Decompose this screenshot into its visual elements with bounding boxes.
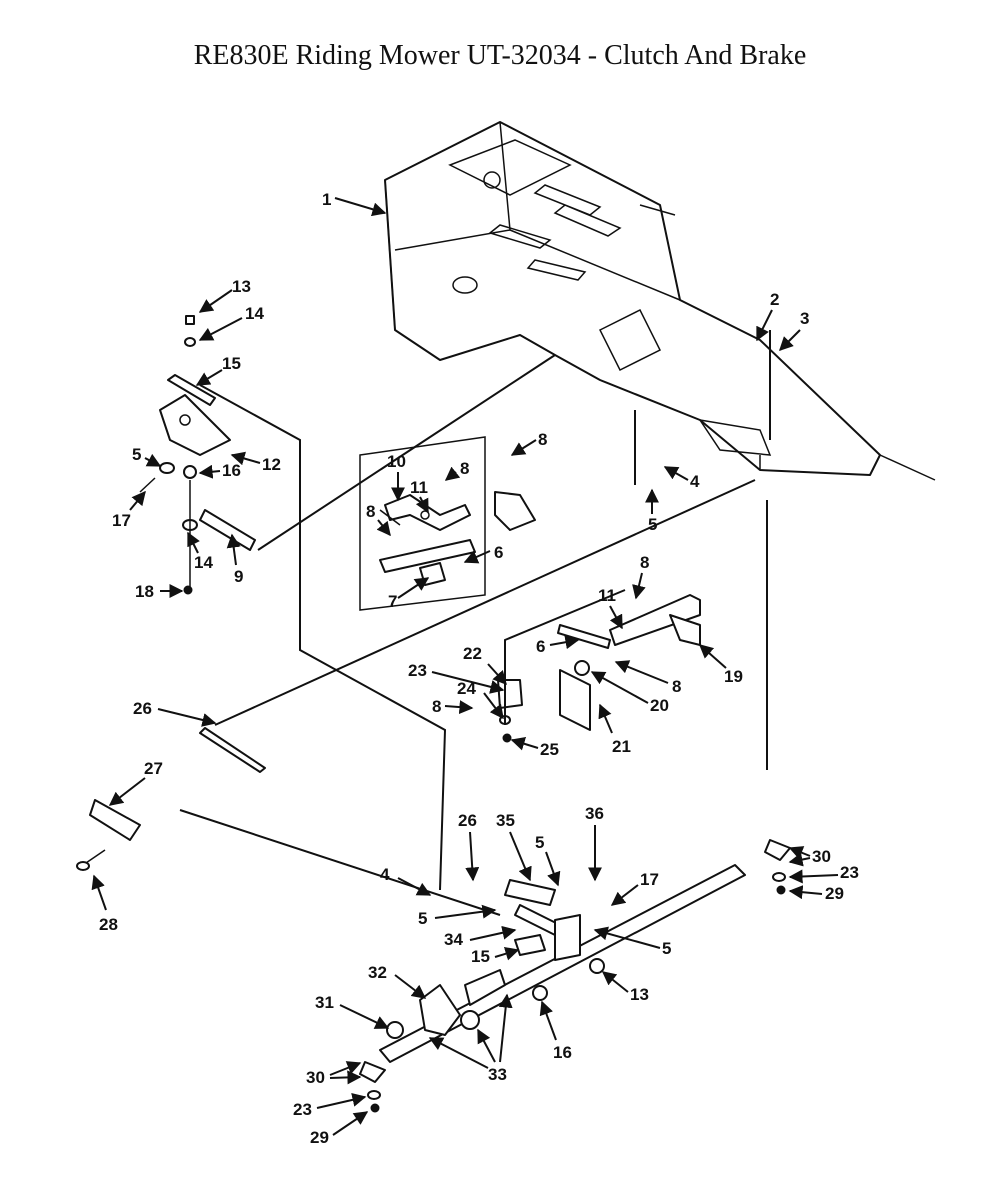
callout-30: 30 bbox=[306, 1068, 325, 1087]
callout-17: 17 bbox=[112, 511, 131, 530]
callout-14: 14 bbox=[245, 304, 264, 323]
callout-5: 5 bbox=[662, 939, 671, 958]
callout-31: 31 bbox=[315, 993, 334, 1012]
cross-shaft-assembly bbox=[76, 799, 791, 1113]
callout-5: 5 bbox=[648, 515, 657, 534]
callout-2: 2 bbox=[770, 290, 779, 309]
callout-4: 4 bbox=[690, 472, 700, 491]
callout-23: 23 bbox=[408, 661, 427, 680]
callout-16: 16 bbox=[222, 461, 241, 480]
callout-5: 5 bbox=[535, 833, 544, 852]
callout-26: 26 bbox=[458, 811, 477, 830]
callout-16: 16 bbox=[553, 1043, 572, 1062]
callout-13: 13 bbox=[232, 277, 251, 296]
callout-7: 7 bbox=[388, 592, 397, 611]
callout-19: 19 bbox=[724, 667, 743, 686]
callout-1: 1 bbox=[322, 190, 331, 209]
callout-36: 36 bbox=[585, 804, 604, 823]
callout-29: 29 bbox=[310, 1128, 329, 1147]
callout-5: 5 bbox=[132, 445, 141, 464]
callout-5: 5 bbox=[418, 909, 427, 928]
callout-23: 23 bbox=[293, 1100, 312, 1119]
callout-8: 8 bbox=[366, 502, 375, 521]
callouts: 1 2 3 13 14 15 12 5 16 17 14 9 18 10 11 … bbox=[91, 190, 859, 1147]
callout-9: 9 bbox=[234, 567, 243, 586]
brake-arm-assembly bbox=[139, 315, 256, 595]
brake-rod-26 bbox=[199, 727, 266, 773]
callout-30: 30 bbox=[812, 847, 831, 866]
callout-12: 12 bbox=[262, 455, 281, 474]
callout-8: 8 bbox=[460, 459, 469, 478]
callout-33: 33 bbox=[488, 1065, 507, 1084]
callout-28: 28 bbox=[99, 915, 118, 934]
linkage-lines bbox=[179, 330, 771, 916]
callout-10: 10 bbox=[387, 452, 406, 471]
callout-15: 15 bbox=[222, 354, 241, 373]
callout-8: 8 bbox=[672, 677, 681, 696]
clutch-linkage-assembly bbox=[497, 594, 701, 743]
callout-6: 6 bbox=[536, 637, 545, 656]
callout-27: 27 bbox=[144, 759, 163, 778]
callout-15: 15 bbox=[471, 947, 490, 966]
callout-4: 4 bbox=[380, 865, 390, 884]
callout-11: 11 bbox=[410, 478, 428, 497]
callout-29: 29 bbox=[825, 884, 844, 903]
callout-13: 13 bbox=[630, 985, 649, 1004]
callout-8: 8 bbox=[538, 430, 547, 449]
callout-17: 17 bbox=[640, 870, 659, 889]
callout-21: 21 bbox=[612, 737, 631, 756]
mower-frame bbox=[384, 121, 936, 481]
callout-32: 32 bbox=[368, 963, 387, 982]
callout-8: 8 bbox=[432, 697, 441, 716]
callout-26: 26 bbox=[133, 699, 152, 718]
callout-22: 22 bbox=[463, 644, 482, 663]
callout-6: 6 bbox=[494, 543, 503, 562]
callout-24: 24 bbox=[457, 679, 476, 698]
callout-11: 11 bbox=[598, 586, 616, 605]
page-title: RE830E Riding Mower UT-32034 - Clutch An… bbox=[193, 40, 807, 71]
callout-23: 23 bbox=[840, 863, 859, 882]
callout-34: 34 bbox=[444, 930, 463, 949]
callout-3: 3 bbox=[800, 309, 809, 328]
callout-25: 25 bbox=[540, 740, 559, 759]
callout-8: 8 bbox=[640, 553, 649, 572]
callout-20: 20 bbox=[650, 696, 669, 715]
callout-18: 18 bbox=[135, 582, 154, 601]
callout-14: 14 bbox=[194, 553, 213, 572]
callout-35: 35 bbox=[496, 811, 515, 830]
